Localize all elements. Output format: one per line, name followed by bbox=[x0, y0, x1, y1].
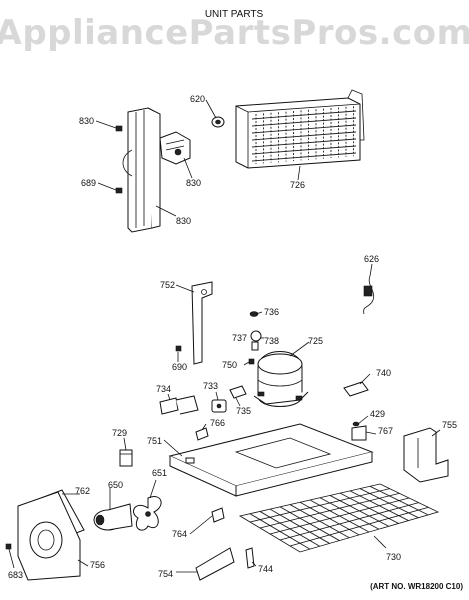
label-650[interactable]: 650 bbox=[108, 480, 123, 490]
bracket-830[interactable] bbox=[122, 107, 161, 233]
grommet-737[interactable] bbox=[250, 330, 262, 342]
condenser-coil-726[interactable] bbox=[235, 89, 365, 169]
label-750[interactable]: 750 bbox=[222, 360, 237, 370]
thermostat-626[interactable] bbox=[363, 275, 375, 315]
label-689[interactable]: 689 bbox=[81, 178, 96, 188]
watermark-text: AppliancePartsPros.com bbox=[0, 13, 469, 53]
grommet-620[interactable] bbox=[211, 116, 225, 128]
part-429[interactable] bbox=[352, 421, 360, 427]
label-755[interactable]: 755 bbox=[442, 420, 457, 430]
label-830b[interactable]: 830 bbox=[186, 178, 201, 188]
label-830c[interactable]: 830 bbox=[176, 216, 191, 226]
drain-tube-754[interactable] bbox=[195, 547, 235, 581]
screw-689[interactable] bbox=[115, 187, 123, 194]
fan-blade-651[interactable] bbox=[133, 496, 162, 531]
label-626[interactable]: 626 bbox=[364, 254, 379, 264]
label-736[interactable]: 736 bbox=[264, 307, 279, 317]
label-740[interactable]: 740 bbox=[376, 368, 391, 378]
strap-744[interactable] bbox=[245, 547, 255, 569]
label-429[interactable]: 429 bbox=[370, 409, 385, 419]
stud-750[interactable] bbox=[248, 358, 255, 365]
label-734[interactable]: 734 bbox=[156, 384, 171, 394]
label-764[interactable]: 764 bbox=[172, 529, 187, 539]
label-730[interactable]: 730 bbox=[386, 552, 401, 562]
label-767[interactable]: 767 bbox=[378, 426, 393, 436]
capacitor-729[interactable] bbox=[119, 449, 133, 467]
label-756[interactable]: 756 bbox=[90, 560, 105, 570]
part-767[interactable] bbox=[351, 425, 367, 441]
bracket-755[interactable] bbox=[403, 427, 449, 483]
clip-736[interactable] bbox=[249, 311, 259, 317]
clip-830[interactable] bbox=[159, 131, 191, 165]
diagram-title: UNIT PARTS bbox=[205, 9, 264, 20]
label-744[interactable]: 744 bbox=[258, 564, 273, 574]
clip-735[interactable] bbox=[229, 385, 247, 399]
relay-733[interactable] bbox=[211, 399, 227, 413]
drain-coil-730[interactable] bbox=[238, 483, 440, 553]
shroud-756[interactable] bbox=[17, 491, 81, 581]
label-752[interactable]: 752 bbox=[160, 280, 175, 290]
label-766[interactable]: 766 bbox=[210, 418, 225, 428]
label-733[interactable]: 733 bbox=[203, 381, 218, 391]
label-738[interactable]: 738 bbox=[264, 336, 279, 346]
part-740[interactable] bbox=[343, 381, 369, 397]
label-737[interactable]: 737 bbox=[232, 333, 247, 343]
label-683[interactable]: 683 bbox=[8, 570, 23, 580]
label-735[interactable]: 735 bbox=[236, 406, 251, 416]
screw-683[interactable] bbox=[5, 543, 12, 550]
label-830a[interactable]: 830 bbox=[79, 116, 94, 126]
leader-lines bbox=[8, 99, 441, 573]
art-number: (ART NO. WR18200 C10) bbox=[370, 582, 463, 591]
compressor-725[interactable] bbox=[253, 351, 309, 407]
screw-830[interactable] bbox=[115, 125, 123, 132]
label-751[interactable]: 751 bbox=[147, 436, 162, 446]
label-726[interactable]: 726 bbox=[290, 180, 305, 190]
label-762[interactable]: 762 bbox=[75, 486, 90, 496]
label-729[interactable]: 729 bbox=[112, 428, 127, 438]
label-690[interactable]: 690 bbox=[172, 362, 187, 372]
fan-motor-650[interactable] bbox=[93, 503, 133, 531]
label-754[interactable]: 754 bbox=[158, 569, 173, 579]
label-620[interactable]: 620 bbox=[190, 94, 205, 104]
overload-734[interactable] bbox=[159, 395, 199, 415]
clip-764[interactable] bbox=[211, 507, 225, 523]
label-725[interactable]: 725 bbox=[308, 336, 323, 346]
bracket-752[interactable] bbox=[191, 281, 213, 365]
part-labels: 830 620 689 830 830 726 626 752 736 737 … bbox=[8, 94, 457, 580]
base-pan-751[interactable] bbox=[168, 423, 374, 497]
sleeve-738[interactable] bbox=[251, 341, 259, 351]
label-651[interactable]: 651 bbox=[152, 468, 167, 478]
screw-690[interactable] bbox=[175, 345, 182, 352]
